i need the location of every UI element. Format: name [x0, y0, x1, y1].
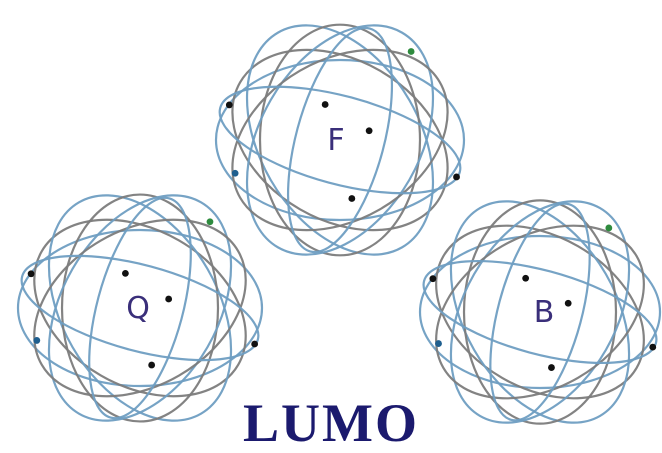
electron-dot — [605, 225, 612, 232]
electron-dot — [366, 127, 373, 134]
electron-dot — [435, 340, 442, 347]
electron-dot — [453, 174, 460, 181]
electron-dot — [28, 270, 35, 277]
electron-dot — [33, 337, 40, 344]
atom-f: F — [200, 0, 480, 287]
wordmark-lumo: LUMO — [0, 396, 662, 450]
electron-dot — [408, 48, 415, 55]
atom-letter: Q — [126, 291, 150, 326]
electron-dot — [548, 364, 555, 371]
electron-dot — [565, 300, 572, 307]
electron-dot — [251, 341, 258, 348]
electron-dot — [226, 102, 233, 109]
electron-dot — [649, 344, 656, 351]
electron-dot — [207, 218, 214, 225]
electron-dot — [232, 170, 239, 177]
atom-letter: F — [327, 123, 344, 158]
electron-dot — [348, 195, 355, 202]
electron-dot — [122, 270, 129, 277]
atom-letter: B — [534, 295, 555, 330]
electron-dot — [148, 362, 155, 369]
electron-dot — [322, 101, 329, 108]
electron-dot — [429, 275, 436, 282]
electron-dot — [522, 275, 529, 282]
electron-dot — [165, 296, 172, 303]
